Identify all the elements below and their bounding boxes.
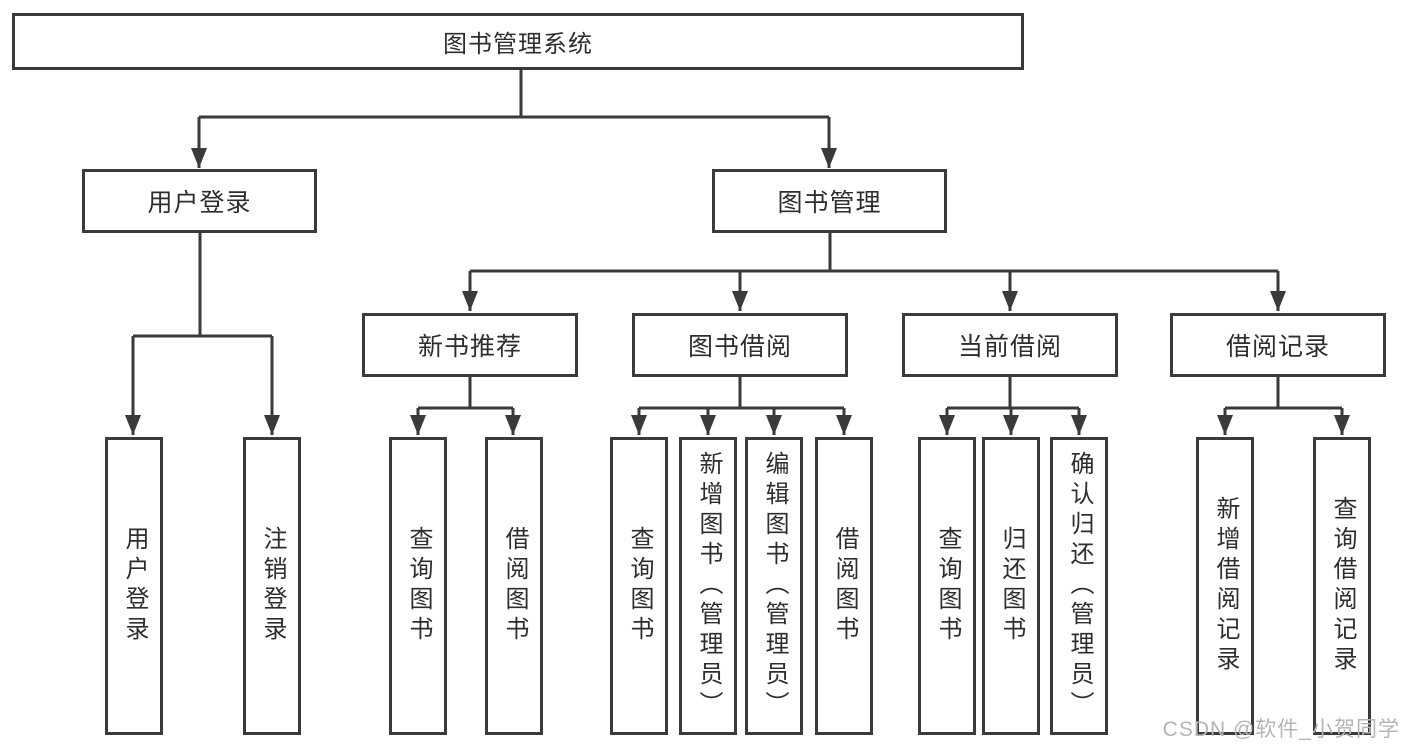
leaf-query-books-recommendation: 查询图书 <box>389 437 447 735</box>
node-book-management: 图书管理 <box>712 169 947 233</box>
leaf-logout: 注销登录 <box>243 437 301 735</box>
node-user-login: 用户登录 <box>82 169 317 233</box>
connectors-group <box>125 70 1350 435</box>
leaf-add-books-admin: 新增图书（管理员） <box>679 437 737 735</box>
leaf-borrow-books-borrowing: 借阅图书 <box>815 437 873 735</box>
leaf-return-books: 归还图书 <box>982 437 1040 735</box>
node-current-borrowing: 当前借阅 <box>902 313 1118 377</box>
leaf-user-login: 用户登录 <box>105 437 163 735</box>
node-new-book-recommendation: 新书推荐 <box>362 313 578 377</box>
leaf-add-borrow-record: 新增借阅记录 <box>1196 437 1254 735</box>
node-book-borrowing: 图书借阅 <box>632 313 848 377</box>
csdn-watermark: CSDN @软件_小贺同学 <box>1162 718 1400 741</box>
leaf-confirm-return-admin: 确认归还（管理员） <box>1050 437 1108 735</box>
node-borrowing-records: 借阅记录 <box>1170 313 1386 377</box>
leaf-borrow-books-recommendation: 借阅图书 <box>485 437 543 735</box>
leaf-query-books-current: 查询图书 <box>918 437 976 735</box>
leaf-edit-books-admin: 编辑图书（管理员） <box>745 437 803 735</box>
node-library-management-system: 图书管理系统 <box>12 13 1024 70</box>
leaf-query-borrow-record: 查询借阅记录 <box>1313 437 1371 735</box>
leaf-query-books-borrowing: 查询图书 <box>610 437 668 735</box>
